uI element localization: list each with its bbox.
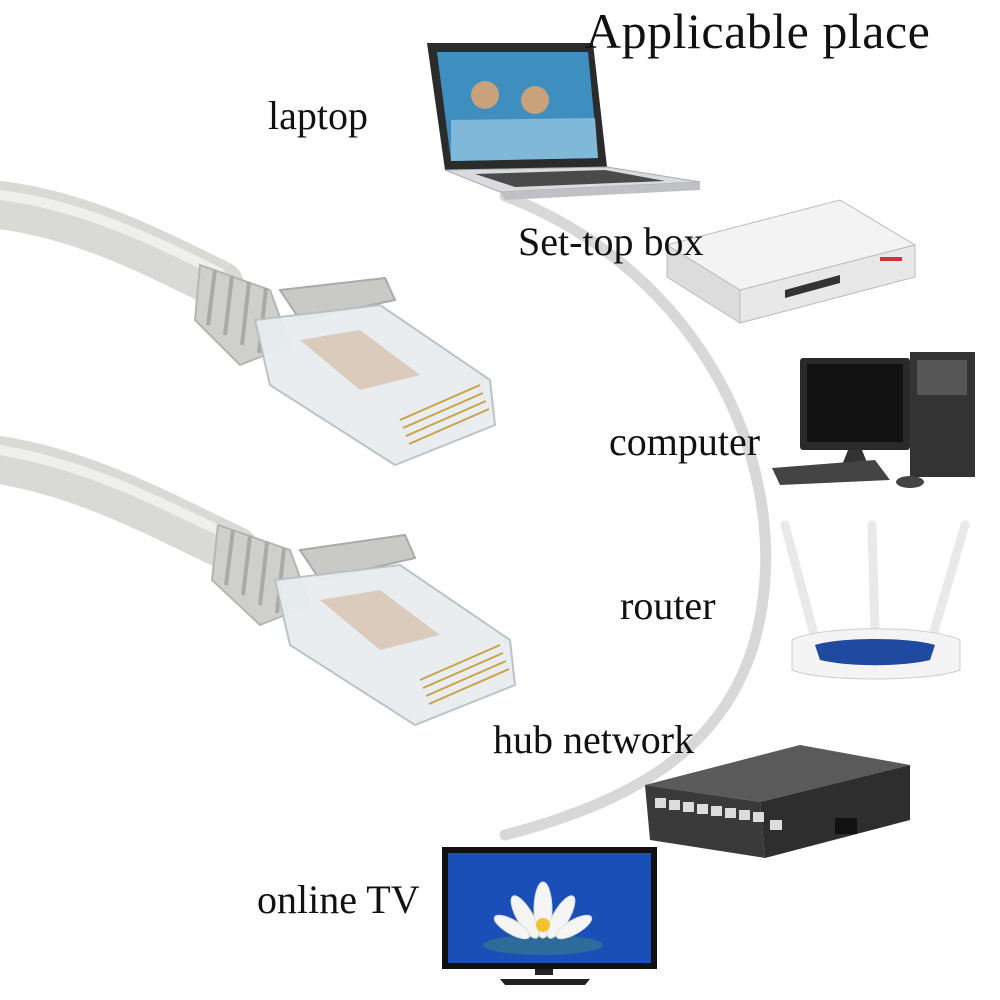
computer-image — [772, 352, 975, 488]
router-image — [780, 520, 970, 680]
laptop-label: laptop — [268, 93, 368, 138]
set-top-box-image — [665, 199, 917, 324]
hub-network-image — [645, 745, 910, 858]
router-label: router — [620, 583, 716, 628]
set-top-box-label: Set-top box — [518, 219, 704, 264]
hub-network-label: hub network — [493, 717, 695, 762]
online-tv-image — [442, 847, 657, 985]
online-tv-label: online TV — [257, 877, 420, 922]
rj45-pins — [419, 644, 510, 705]
ethernet-cable-lower — [0, 436, 517, 727]
rj45-pins — [399, 384, 490, 445]
page-title: Applicable place — [585, 3, 931, 59]
computer-label: computer — [609, 419, 761, 464]
ethernet-cable-upper — [0, 181, 497, 467]
laptop-image — [427, 43, 701, 200]
